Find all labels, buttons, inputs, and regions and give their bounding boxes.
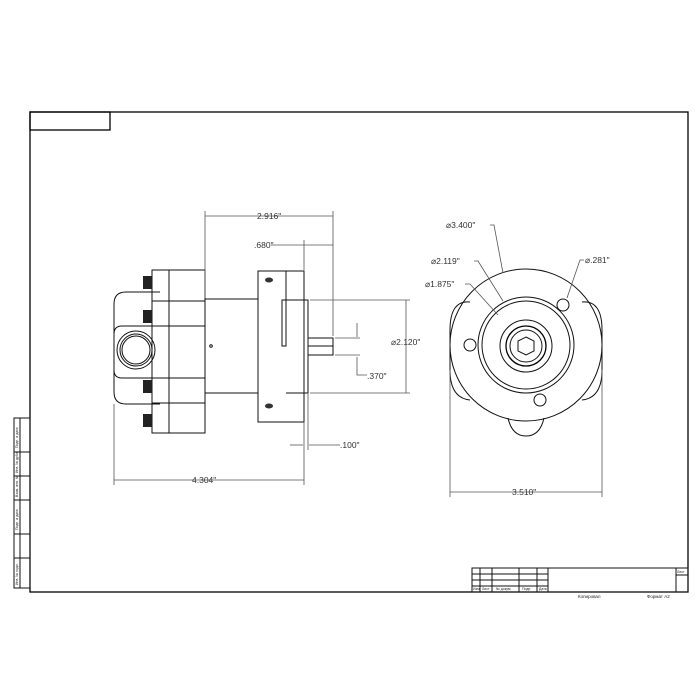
- dim-shaft-flat: .370": [367, 371, 387, 381]
- header-date: Дата: [539, 587, 547, 591]
- dim-total-length: 4.304": [192, 475, 216, 485]
- strip-label: Инв. № дубл.: [15, 451, 19, 473]
- title-block: Изм. Лист № докум. Подп. Дата Лист Копир…: [471, 567, 689, 599]
- strip-label: Взам. инв. №: [15, 475, 19, 497]
- side-view-dimensions: 2.916" .680" ⌀2.120" .370" .100" 4.304": [113, 211, 420, 485]
- format-label: Формат A2: [647, 594, 670, 599]
- dim-overall-length: 2.916": [257, 211, 281, 221]
- front-view: [449, 268, 603, 437]
- side-strip-labels: Подп. и дата Инв. № дубл. Взам. инв. № П…: [15, 427, 19, 585]
- strip-label: Подп. и дата: [15, 427, 19, 448]
- strip-label: Инв. № подл.: [15, 563, 19, 585]
- dim-outer-diameter: ⌀3.400": [446, 220, 475, 230]
- port-circle: [116, 330, 156, 370]
- copied-label: Копировал: [578, 594, 601, 599]
- sheet-label: Лист: [677, 570, 685, 574]
- drawing-frame: [13, 111, 689, 593]
- header-sheet: Лист: [482, 587, 490, 591]
- dim-pilot-depth: .100": [340, 440, 360, 450]
- header-signature: Подп.: [522, 587, 531, 591]
- side-view: [113, 269, 334, 434]
- dim-bolt-circle: ⌀2.119": [431, 256, 460, 266]
- strip-label: Подп. и дата: [15, 509, 19, 530]
- dim-pilot: ⌀1.875": [425, 279, 454, 289]
- dim-width: 3.510": [512, 487, 536, 497]
- header-doc-no: № докум.: [496, 587, 511, 591]
- header-change: Изм.: [473, 587, 481, 591]
- dim-hole: ⌀.281": [585, 255, 610, 265]
- front-view-dimensions: ⌀3.400" ⌀2.119" ⌀1.875" ⌀.281" 3.510": [425, 220, 610, 497]
- dim-flange-offset: .680": [254, 240, 274, 250]
- bolt-heads: [143, 276, 152, 427]
- dim-pilot-diameter: ⌀2.120": [391, 337, 420, 347]
